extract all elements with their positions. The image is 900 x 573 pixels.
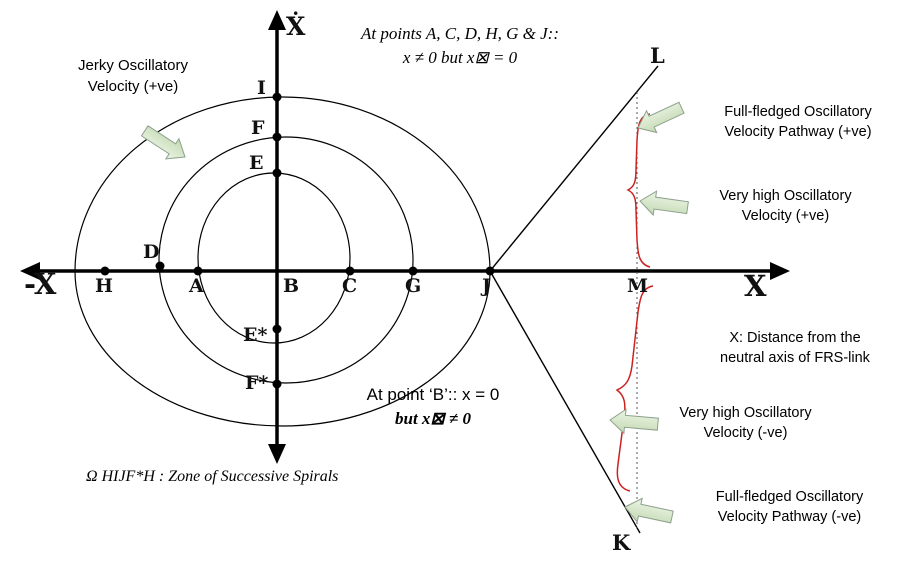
very-high-negative-arrow-icon bbox=[609, 408, 659, 435]
annotation-line: Jerky Oscillatory bbox=[77, 57, 189, 74]
point-dot-E-star bbox=[272, 324, 282, 334]
annotation-line: Very high Oscillatory bbox=[679, 405, 812, 421]
point-label-A: A bbox=[189, 275, 204, 297]
annotation-line: Full-fledged Oscillatory bbox=[715, 489, 864, 505]
point-label-L: L bbox=[650, 43, 665, 68]
point-dot-F bbox=[272, 132, 282, 142]
point-label-E-star: E* bbox=[243, 324, 268, 346]
line-JK bbox=[489, 270, 641, 534]
annotation-line: but x⊠ ≠ 0 bbox=[394, 408, 471, 428]
annotation-very-high-positive: Very high Oscillatory Velocity (+ve) bbox=[698, 186, 873, 227]
point-label-J: J bbox=[482, 275, 491, 297]
annotation-line: Very high Oscillatory bbox=[719, 188, 852, 204]
annotation-line: Velocity (+ve) bbox=[741, 208, 830, 225]
spiral-inner bbox=[197, 172, 351, 344]
brace-negative-velocity bbox=[615, 285, 654, 492]
point-dot-E bbox=[272, 168, 282, 178]
x-axis-left-arrowhead-icon bbox=[20, 262, 40, 280]
annotation-zone-of-spirals: Ω HIJF*H : Zone of Successive Spirals bbox=[86, 468, 339, 485]
point-label-E: E bbox=[249, 152, 264, 174]
point-label-G: G bbox=[405, 275, 422, 297]
x-axis-positive-label: X bbox=[744, 269, 767, 303]
point-label-F-star: F* bbox=[245, 372, 269, 394]
point-label-M: M bbox=[627, 275, 649, 297]
point-dot-H bbox=[100, 266, 110, 276]
annotation-full-fledged-positive: Full-fledged Oscillatory Velocity Pathwa… bbox=[703, 102, 893, 143]
x-axis-negative-label: -X bbox=[24, 267, 57, 301]
point-label-D: D bbox=[143, 241, 160, 263]
point-label-C: C bbox=[342, 275, 358, 297]
point-dot-G bbox=[408, 266, 418, 276]
brace-positive-velocity bbox=[626, 113, 651, 268]
annotation-line: Full-fledged Oscillatory bbox=[724, 104, 872, 120]
annotation-line: Velocity (+ve) bbox=[87, 78, 179, 95]
very-high-positive-arrow-icon bbox=[639, 190, 689, 217]
annotation-line: Velocity Pathway (+ve) bbox=[724, 124, 872, 141]
spiral-middle bbox=[158, 136, 414, 384]
line-LJ bbox=[489, 65, 659, 272]
annotation-line: Velocity (-ve) bbox=[703, 425, 788, 442]
point-label-F: F bbox=[251, 117, 265, 139]
annotation-line: At points A, C, D, H, G & J:: bbox=[360, 24, 559, 43]
annotation-line: x ≠ 0 but x⊠ = 0 bbox=[402, 47, 518, 67]
spiral-outer bbox=[74, 96, 491, 427]
point-dot-D bbox=[155, 261, 165, 271]
y-axis-bottom-arrowhead-icon bbox=[268, 444, 286, 464]
jerky-velocity-arrow-icon bbox=[140, 125, 186, 160]
point-label-I: I bbox=[257, 77, 266, 99]
annotation-at-point-b: At point ‘B’:: x = 0 but x⊠ ≠ 0 bbox=[328, 383, 538, 431]
annotation-line: At point ‘B’:: x = 0 bbox=[366, 385, 500, 404]
annotation-at-points: At points A, C, D, H, G & J:: x ≠ 0 but … bbox=[330, 22, 590, 70]
annotation-x-distance: X: Distance from the neutral axis of FRS… bbox=[700, 328, 890, 369]
point-dot-F-star bbox=[272, 379, 282, 389]
point-label-B: B bbox=[283, 275, 300, 297]
x-axis-right-arrowhead-icon bbox=[770, 262, 790, 280]
point-dot-I bbox=[272, 92, 282, 102]
point-label-K: K bbox=[612, 530, 631, 555]
annotation-line: neutral axis of FRS-link bbox=[720, 350, 870, 367]
full-fledged-negative-arrow-icon bbox=[624, 497, 674, 524]
y-axis-top-arrowhead-icon bbox=[268, 10, 286, 30]
point-label-H: H bbox=[95, 275, 113, 297]
annotation-full-fledged-negative: Full-fledged Oscillatory Velocity Pathwa… bbox=[692, 487, 887, 528]
y-axis-label: Ẋ bbox=[286, 12, 306, 41]
annotation-very-high-negative: Very high Oscillatory Velocity (-ve) bbox=[658, 403, 833, 444]
full-fledged-positive-arrow-icon bbox=[637, 101, 685, 134]
annotation-line: X: Distance from the bbox=[729, 330, 861, 346]
point-dot-C bbox=[345, 266, 355, 276]
point-dot-A bbox=[193, 266, 203, 276]
annotation-jerky: Jerky Oscillatory Velocity (+ve) bbox=[38, 55, 228, 97]
point-dot-J bbox=[485, 266, 495, 276]
annotation-line: Velocity Pathway (-ve) bbox=[717, 509, 862, 526]
